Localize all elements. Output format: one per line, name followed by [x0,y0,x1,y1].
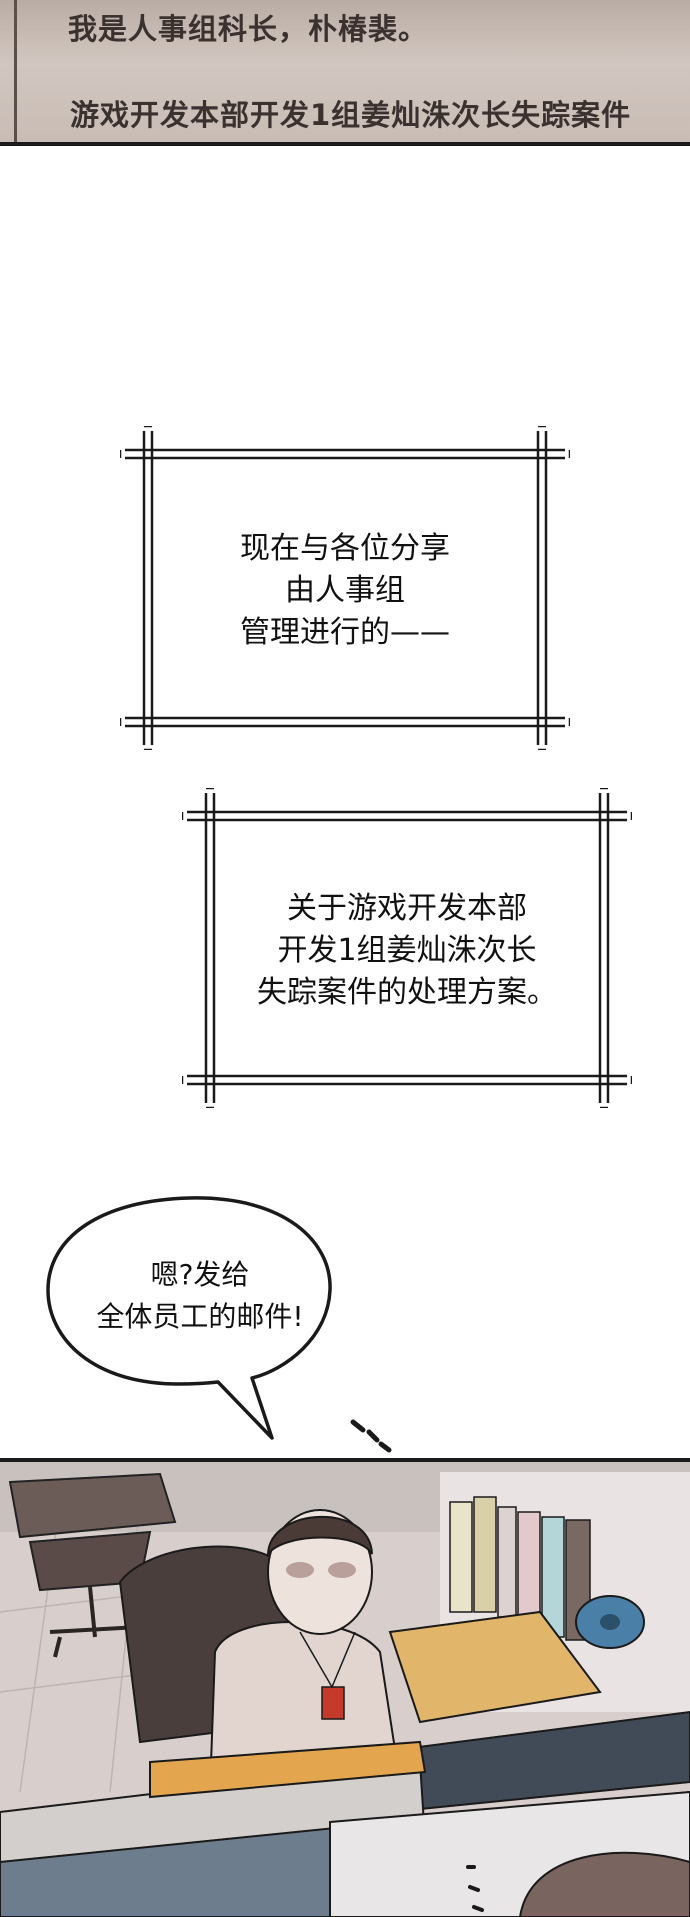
caption-1-line: 由人事组 [285,573,405,608]
caption-box-1-frame [120,426,570,750]
top-comic-panel: 我是人事组科长，朴椿裴。 游戏开发本部开发1组姜灿洙次长失踪案件 [0,0,690,146]
office-scene [0,1462,690,1917]
speech-bubble: 嗯?发给 全体员工的邮件! [40,1190,340,1450]
speech-line: 嗯?发给 [150,1258,250,1291]
office-illustration-panel [0,1458,690,1917]
speech-bubble-shape [46,1196,332,1440]
top-panel-line-2: 游戏开发本部开发1组姜灿洙次长失踪案件 [70,98,632,132]
top-panel-line-1: 我是人事组科长，朴椿裴。 [68,12,429,46]
caption-1-line: 管理进行的—— [240,615,450,650]
caption-1-line: 现在与各位分享 [240,531,450,566]
caption-2-line: 关于游戏开发本部 [287,891,527,926]
caption-box-1: 现在与各位分享 由人事组 管理进行的—— [120,426,570,750]
caption-box-2-frame [182,788,632,1108]
panel-frame-edge [14,0,17,142]
speech-bubble-text: 嗯?发给 全体员工的邮件! [60,1254,340,1338]
surprise-marks [350,1419,392,1453]
caption-1-text: 现在与各位分享 由人事组 管理进行的—— [120,528,570,654]
caption-2-line: 开发1组姜灿洙次长 [277,933,537,968]
speech-line: 全体员工的邮件! [96,1300,304,1333]
caption-2-line: 失踪案件的处理方案。 [257,975,557,1010]
caption-2-text: 关于游戏开发本部 开发1组姜灿洙次长 失踪案件的处理方案。 [182,888,632,1014]
caption-box-2: 关于游戏开发本部 开发1组姜灿洙次长 失踪案件的处理方案。 [182,788,632,1108]
